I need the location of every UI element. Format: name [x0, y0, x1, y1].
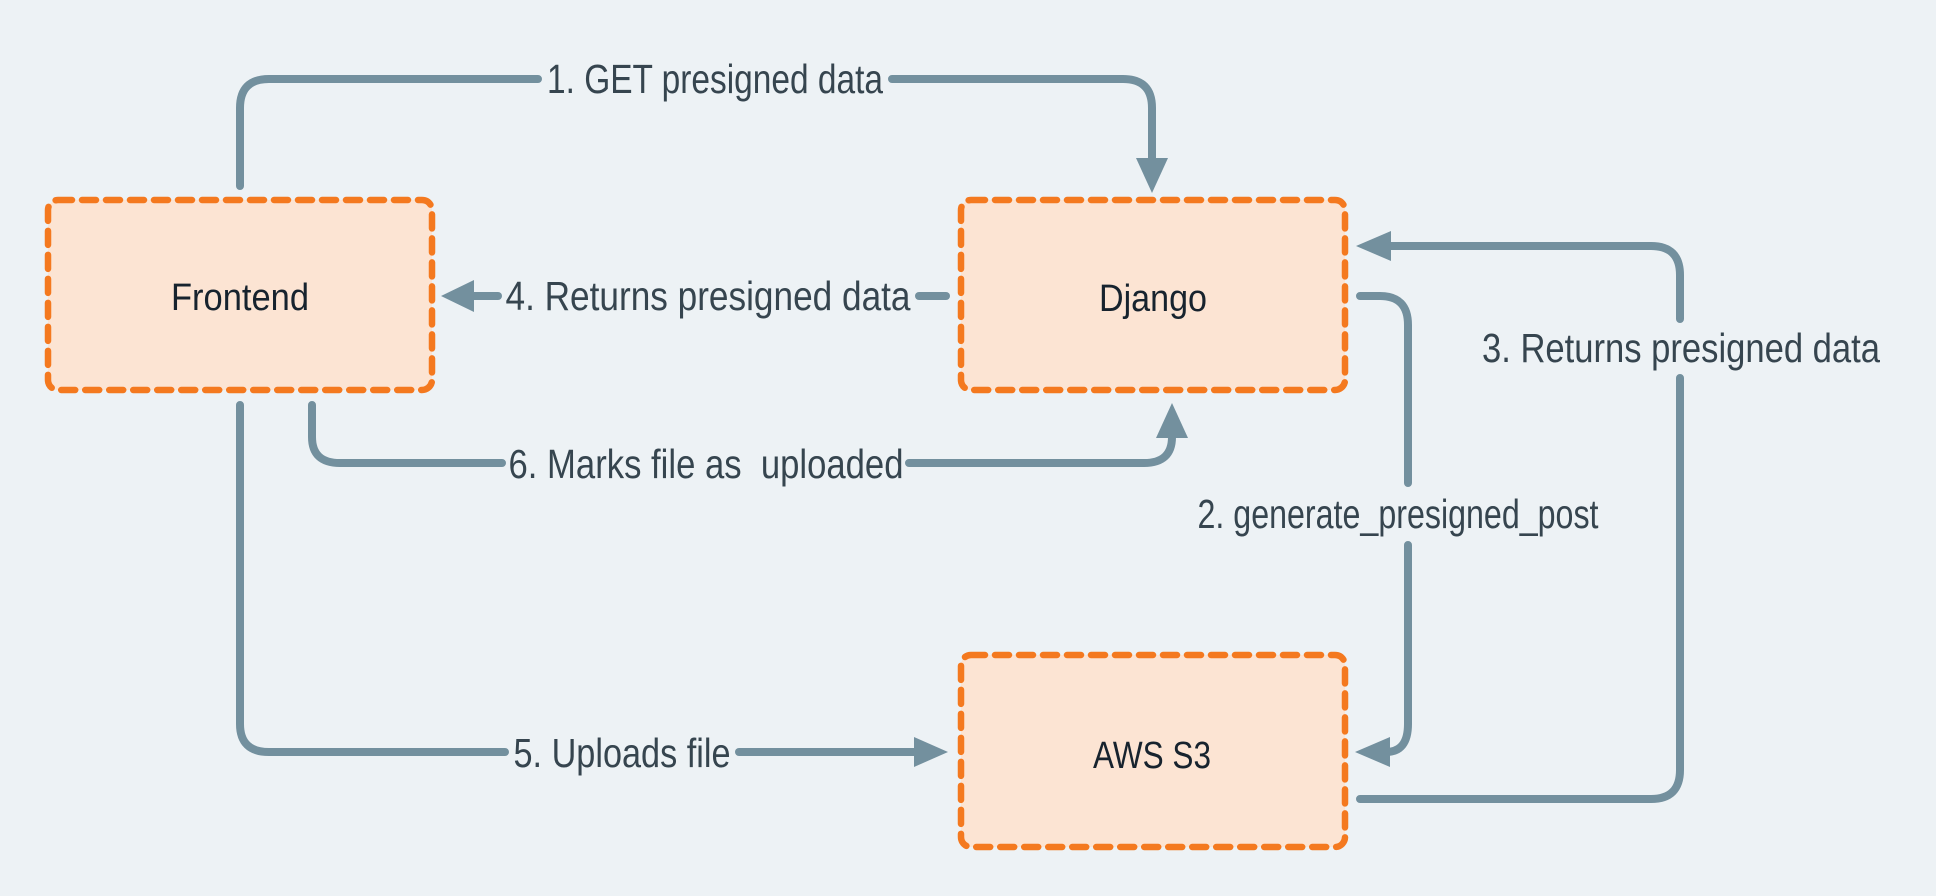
edge-1-get-presigned-data: 1. GET presigned data: [236, 56, 1168, 193]
edge-5-uploads-file: 5. Uploads file: [236, 401, 948, 776]
edge-1-arrowhead-down-icon: [1136, 158, 1168, 193]
edge-4-arrowhead-left-icon: [441, 280, 474, 312]
edge-6-label: 6. Marks file as uploaded: [509, 441, 904, 487]
node-aws-s3-box: [957, 651, 1349, 851]
edge-6-segment-left: [308, 401, 506, 467]
node-frontend: Frontend: [44, 196, 436, 394]
node-django-label: Django: [1099, 278, 1207, 320]
edge-2-segment-top: [1356, 292, 1412, 487]
edge-6-arrowhead-up-icon: [1156, 403, 1188, 438]
edge-5-label: 5. Uploads file: [514, 730, 731, 776]
node-django-box: [957, 196, 1349, 394]
edge-4-label: 4. Returns presigned data: [506, 273, 911, 319]
edge-5-arrowhead-right-icon: [914, 737, 948, 767]
edge-3-returns-presigned-data: 3. Returns presigned data: [1356, 231, 1880, 803]
edge-2-arrowhead-left-icon: [1355, 737, 1390, 767]
node-frontend-box: [44, 196, 436, 394]
edge-5-segment-left: [236, 401, 509, 756]
node-django: Django: [957, 196, 1349, 394]
edge-1-segment-left: [236, 75, 542, 190]
edge-3-segment-bottom: [1356, 374, 1684, 803]
node-aws-s3: AWS S3: [957, 651, 1349, 851]
edge-2-label: 2. generate_presigned_post: [1198, 491, 1599, 537]
edge-2-generate-presigned-post: 2. generate_presigned_post: [1198, 292, 1599, 767]
edge-3-label: 3. Returns presigned data: [1482, 325, 1880, 371]
edge-6-segment-right: [905, 433, 1176, 467]
edge-3-segment-top: [1387, 242, 1684, 323]
edge-2-segment-bottom: [1382, 541, 1412, 756]
edge-1-label: 1. GET presigned data: [547, 56, 883, 102]
edge-4-returns-presigned-data: 4. Returns presigned data: [441, 273, 950, 319]
node-aws-s3-label: AWS S3: [1093, 735, 1211, 777]
edge-3-arrowhead-left-icon: [1356, 231, 1391, 261]
node-frontend-label: Frontend: [171, 277, 309, 319]
edge-1-segment-right: [888, 75, 1156, 162]
edge-6-marks-file-uploaded: 6. Marks file as uploaded: [308, 401, 1188, 487]
